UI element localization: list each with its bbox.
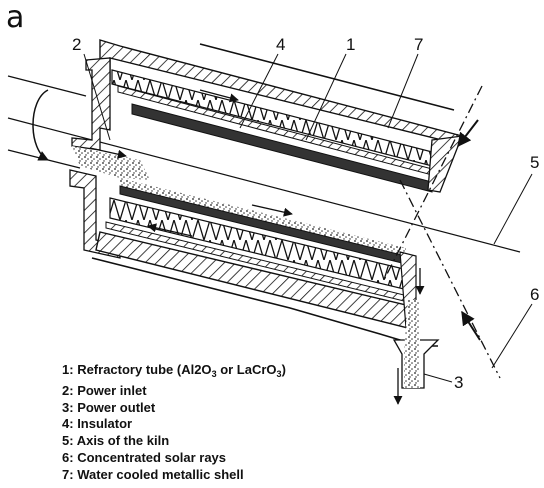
legend-text: Insulator [77, 416, 133, 432]
legend-num: 5: [62, 433, 74, 449]
legend-item: 4: Insulator [62, 416, 286, 433]
leader-3 [423, 373, 453, 383]
callout-6: 6 [530, 285, 539, 304]
legend-num: 4: [62, 416, 74, 432]
powder-inlet [72, 146, 150, 180]
panel-label: a [6, 0, 25, 35]
legend-item: 1: Refractory tube (Al2O3 or LaCrO3) [62, 362, 286, 383]
callout-2: 2 [72, 35, 81, 54]
legend-text-mid: or LaCrO [216, 362, 277, 377]
legend-item: 3: Power outlet [62, 400, 286, 417]
casing-top [199, 43, 455, 111]
legend-sub: 3 [211, 369, 217, 379]
legend-text: Concentrated solar rays [77, 449, 227, 465]
legend-text: Water cooled metallic shell [77, 466, 244, 482]
solar-ray-arrow-top [457, 119, 479, 148]
solar-ray-arrow-bottom [461, 310, 481, 341]
leader-7 [387, 53, 419, 129]
inlet-pipe-bottom [7, 149, 81, 169]
legend-item: 7: Water cooled metallic shell [62, 467, 286, 484]
legend: 1: Refractory tube (Al2O3 or LaCrO3) 2: … [62, 362, 286, 484]
legend-text: Axis of the kiln [76, 433, 170, 449]
flow-arrow-lower [147, 223, 193, 237]
leader-1 [305, 53, 347, 141]
inlet-pipe-top [7, 75, 87, 97]
solar-ray-lower [399, 179, 501, 379]
legend-num: 1: [62, 362, 74, 377]
legend-item: 6: Concentrated solar rays [62, 450, 286, 467]
flow-arrow-middle [251, 204, 293, 217]
upper-refractory-tube [131, 103, 433, 193]
outlet-flange [69, 169, 121, 259]
legend-text: Refractory tube (Al2O [77, 362, 212, 377]
solar-ray-upper [383, 85, 483, 281]
legend-item: 5: Axis of the kiln [62, 433, 286, 450]
legend-sub: 3 [276, 369, 282, 379]
legend-num: 3: [62, 399, 74, 415]
callout-3: 3 [454, 373, 463, 392]
rotation-arrow [32, 89, 49, 161]
callout-7: 7 [414, 35, 423, 54]
leader-2 [83, 53, 111, 141]
legend-num: 7: [62, 466, 74, 482]
upper-end-cap [427, 135, 464, 193]
legend-text: Power inlet [77, 382, 147, 398]
leader-4 [239, 53, 279, 129]
legend-num: 2: [62, 382, 74, 398]
powder-outlet [404, 300, 420, 388]
leader-6 [491, 303, 533, 369]
callout-4: 4 [276, 35, 285, 54]
legend-num: 6: [62, 449, 74, 465]
legend-item: 2: Power inlet [62, 383, 286, 400]
legend-text-end: ) [281, 362, 286, 377]
callout-5: 5 [530, 153, 539, 172]
powder-bed [120, 178, 406, 256]
legend-text: Power outlet [77, 399, 156, 415]
leader-5 [493, 173, 533, 245]
flow-arrow-upper [199, 89, 239, 103]
flow-arrow-inlet [89, 147, 127, 159]
callout-1: 1 [346, 35, 355, 54]
